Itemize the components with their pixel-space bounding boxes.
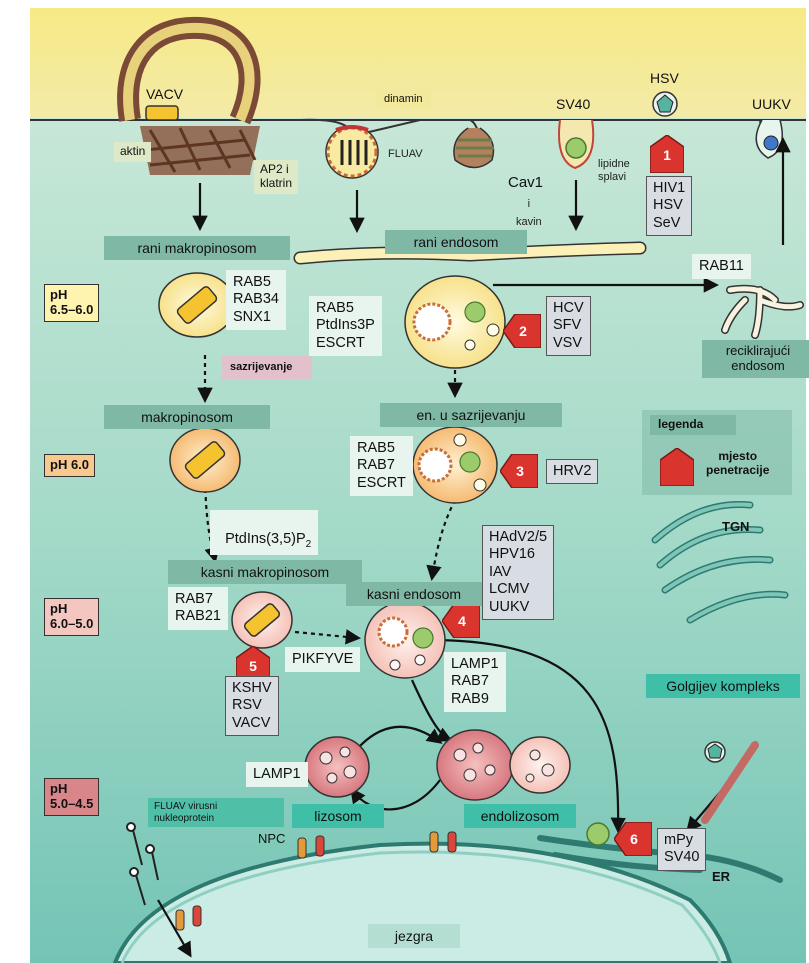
endolysosome-icon (436, 729, 571, 801)
lamp1-rab7-rab9-box: LAMP1 RAB7 RAB9 (444, 652, 506, 713)
actin-ruffle (117, 16, 261, 175)
ptdins35-subscript: 2 (305, 539, 312, 551)
clathrin-pit-icon (325, 125, 379, 179)
npc-icon (175, 831, 457, 931)
virus-group-6: mPy SV40 (657, 828, 707, 871)
er-label: ER (712, 869, 731, 884)
lizosom-label: lizosom (292, 804, 384, 829)
ph-box-3: pH 6.0–5.0 (44, 598, 100, 636)
dinamin-label: dinamin (376, 90, 431, 109)
caveola-icon (453, 127, 495, 169)
lipidne-splavi-label: lipidne splavi (598, 158, 630, 183)
rab11-box: RAB11 (692, 254, 751, 280)
aktin-label: aktin (114, 142, 152, 162)
jezgra-label: jezgra (368, 924, 460, 949)
kasni-endosom-label: kasni endosom (346, 582, 482, 607)
ph-box-4: pH 5.0–4.5 (44, 778, 100, 816)
hsv-particle-icon (652, 91, 678, 117)
vacv-label: VACV (146, 86, 184, 102)
hsv-label: HSV (650, 70, 679, 86)
sv40-label: SV40 (556, 96, 591, 112)
virus-group-5: KSHV RSV VACV (225, 676, 279, 737)
rani-endosom-label: rani endosom (385, 230, 527, 255)
penetration-site-badge-2: 2 (502, 313, 542, 349)
virus-group-4: HAdV2/5 HPV16 IAV LCMV UUKV (482, 525, 555, 620)
legend-badge-icon (659, 447, 695, 487)
mpy-virus-icon (704, 741, 726, 763)
ph-box-2: pH 6.0 (44, 454, 96, 477)
fluav-nukleoprotein-label: FLUAV virusni nukleoprotein (148, 798, 284, 827)
virus-group-2: HCV SFV VSV (546, 296, 591, 357)
en-sazrijevanju-label: en. u sazrijevanju (380, 403, 562, 428)
recycling-endosome-icon (721, 284, 804, 339)
rani-makropinosom-label: rani makropinosom (104, 236, 290, 261)
tgn-label: TGN (722, 519, 750, 534)
rab5-rab34-snx1-box: RAB5 RAB34 SNX1 (226, 270, 286, 331)
vacv-particle-icon (145, 105, 179, 121)
endolizosom-label: endolizosom (464, 804, 576, 829)
kavin-label: i kavin (516, 198, 542, 228)
ptdins35p2-box: PtdIns(3,5)P2 (210, 510, 319, 556)
makropinosom-label: makropinosom (104, 405, 270, 430)
ph-box-1: pH 6.5–6.0 (44, 284, 100, 322)
ap2-klatrin-label: AP2 i klatrin (254, 160, 299, 194)
uukv-label: UUKV (752, 96, 791, 112)
npc-label: NPC (258, 831, 286, 846)
penetration-site-badge-3: 3 (499, 453, 539, 489)
virus-group-3: HRV2 (546, 459, 599, 485)
penetration-site-badge-4: 4 (441, 603, 481, 639)
cav1-label: Cav1 (508, 174, 544, 191)
penetration-site-badge-1: 1 (649, 134, 685, 174)
rab7-rab21-box: RAB7 RAB21 (168, 587, 228, 630)
lipid-raft-pit-icon (558, 119, 595, 170)
reciklirajuci-endosom-label: reciklirajući endosom (702, 340, 809, 378)
sazrijevanje-label: sazrijevanje (222, 356, 312, 379)
penetration-site-badge-6: 6 (613, 821, 653, 857)
legend-item-label: mjesto penetracije (706, 449, 770, 477)
legend-title: legenda (650, 415, 736, 435)
golgi-label: Golgijev kompleks (646, 674, 800, 699)
rab5-rab7-escrt-box: RAB5 RAB7 ESCRT (350, 436, 413, 497)
pikfyve-box: PIKFYVE (285, 647, 361, 673)
lamp1-box: LAMP1 (246, 762, 308, 788)
ptdins35-text: PtdIns(3,5)P (225, 531, 306, 548)
fluav-label: FLUAV (388, 148, 423, 160)
kasni-makropinosom-label: kasni makropinosom (168, 560, 362, 585)
rab5-ptdins3p-escrt-box: RAB5 PtdIns3P ESCRT (309, 296, 382, 357)
virus-group-1: HIV1 HSV SeV (646, 176, 693, 237)
